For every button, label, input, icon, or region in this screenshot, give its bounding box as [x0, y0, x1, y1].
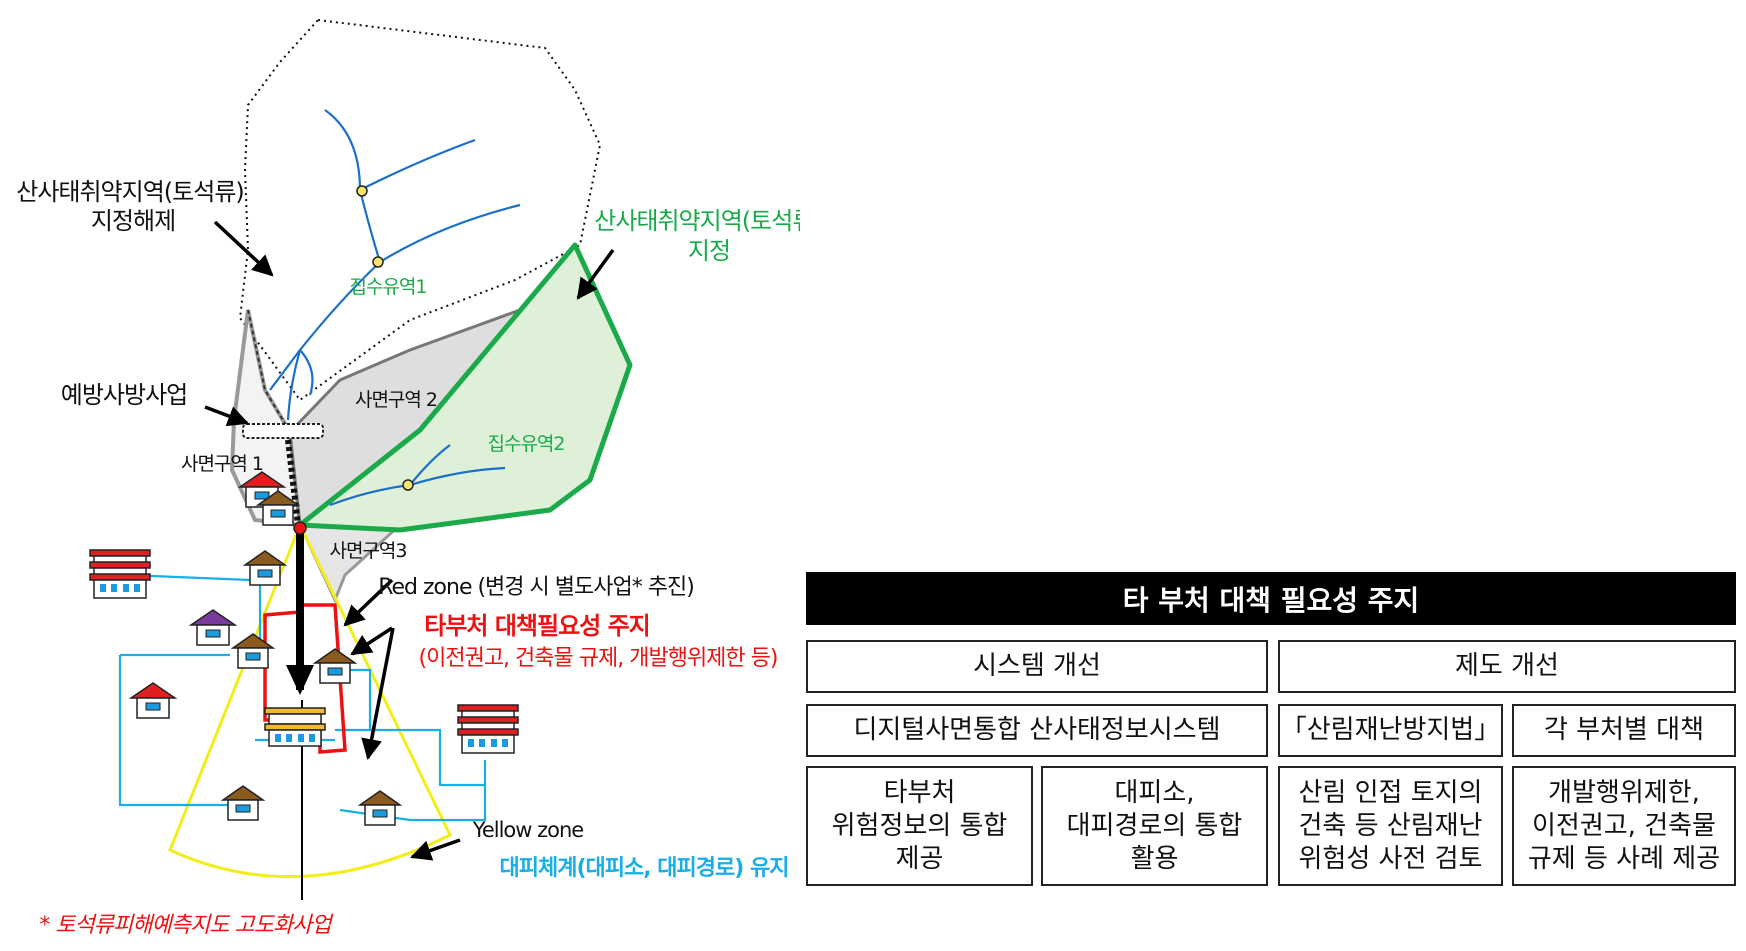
subcategory-forest-law: 「산림재난방지법」: [1278, 704, 1503, 757]
other-dept-detail: (이전권고, 건축물 규제, 개발행위제한 등): [419, 646, 778, 671]
apartment-icon: [264, 707, 326, 747]
slope2-label: 사면구역 2: [355, 389, 437, 411]
subcategory-digital-system: 디지털사면통합 산사태정보시스템: [806, 704, 1268, 757]
catchment2-label: 집수유역2: [487, 433, 564, 455]
red-zone-label: Red zone (변경 시 별도사업* 추진): [378, 575, 694, 600]
evacuation-label: 대피체계(대피소, 대피경로) 유지: [500, 856, 789, 881]
slope3-label: 사면구역3: [329, 540, 406, 562]
deregister-label-line2: 지정해제: [91, 207, 175, 235]
deregistered-area-boundary: [238, 18, 602, 402]
other-dept-title: 타부처 대책필요성 주지: [424, 612, 650, 640]
yellow-zone-label: Yellow zone: [472, 818, 584, 842]
detail-forest-land-review: 산림 인접 토지의 건축 등 산림재난 위험성 사전 검토: [1278, 766, 1503, 886]
category-institution: 제도 개선: [1278, 640, 1736, 693]
catchment1-label: 집수유역1: [349, 276, 426, 298]
subcategory-dept-measures: 각 부처별 대책: [1512, 704, 1736, 757]
table-title: 타 부처 대책 필요성 주지: [806, 572, 1736, 625]
registered-area: [297, 242, 633, 533]
category-system: 시스템 개선: [806, 640, 1268, 693]
detail-integrated-risk-info: 타부처 위험정보의 통합 제공: [806, 766, 1033, 886]
deregister-label-line1: 산사태취약지역(토석류): [16, 178, 244, 206]
detail-case-examples: 개발행위제한, 이전권고, 건축물 규제 등 사례 제공: [1512, 766, 1736, 886]
prevention-label: 예방사방사업: [61, 381, 187, 409]
slope1-label: 사면구역 1: [181, 453, 263, 475]
register-label-line2: 지정: [688, 237, 730, 265]
check-dam: [242, 423, 324, 439]
stream-network-1: [269, 109, 521, 421]
register-label-line1: 산사태취약지역(토석류): [594, 207, 800, 235]
landslide-zone-diagram: 산사태취약지역(토석류) 지정해제 산사태취약지역(토석류) 지정 집수유역1 …: [16, 18, 800, 938]
footnote: * 토석류피해예측지도 고도화사업: [39, 913, 334, 938]
detail-shelter-route: 대피소, 대피경로의 통합 활용: [1041, 766, 1268, 886]
